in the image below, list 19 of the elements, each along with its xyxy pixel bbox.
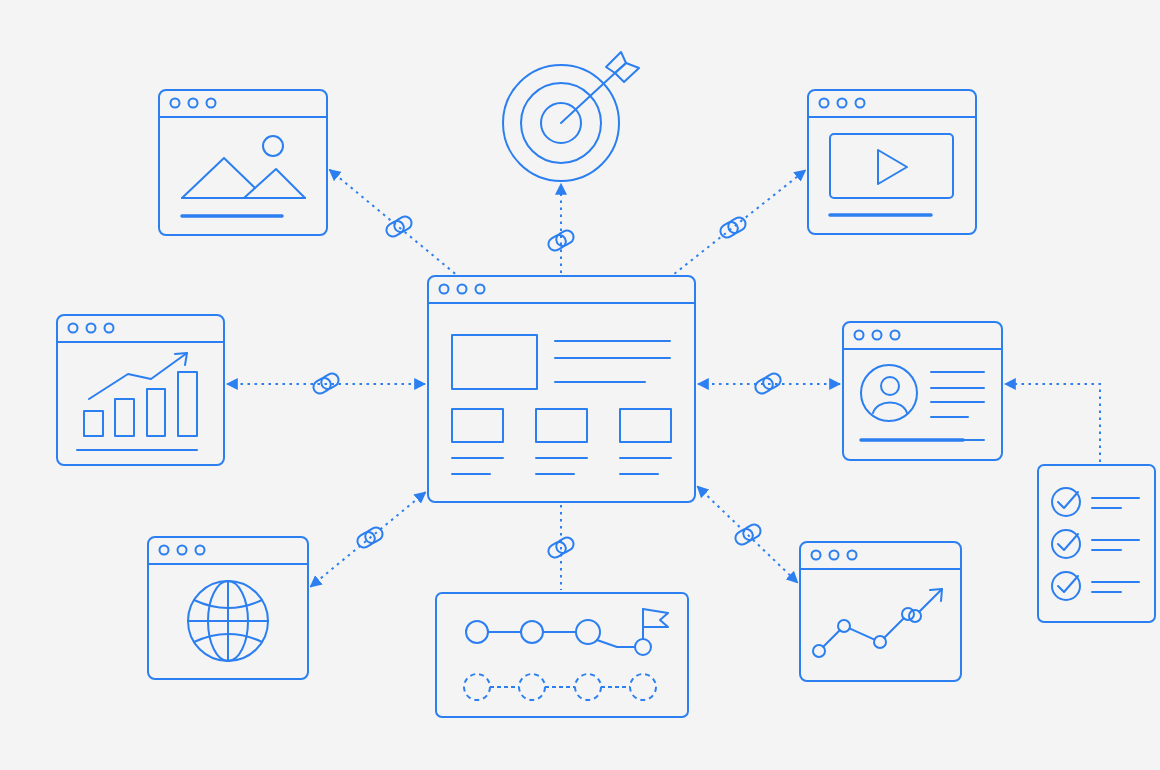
target-with-arrow (502, 50, 640, 182)
image-window (158, 89, 328, 236)
dotted-double-headed-arrow (696, 485, 799, 584)
bar-chart-window (56, 314, 225, 466)
globe-window (147, 536, 309, 680)
dotted-double-headed-arrow (309, 491, 427, 588)
line-chart-window (799, 541, 962, 682)
profile-window (842, 321, 1003, 461)
webpage-layout-window (427, 275, 696, 503)
dotted-line (560, 504, 562, 591)
dotted-double-headed-arrow (696, 378, 842, 390)
dotted-double-headed-arrow (225, 378, 427, 390)
milestone-timeline-card (435, 592, 689, 718)
dotted-arrow (673, 169, 807, 275)
dotted-arrow (1003, 378, 1101, 463)
video-player-window (807, 89, 977, 235)
dotted-arrow (555, 182, 567, 274)
checklist-card (1037, 464, 1156, 623)
dotted-arrow (328, 168, 457, 275)
